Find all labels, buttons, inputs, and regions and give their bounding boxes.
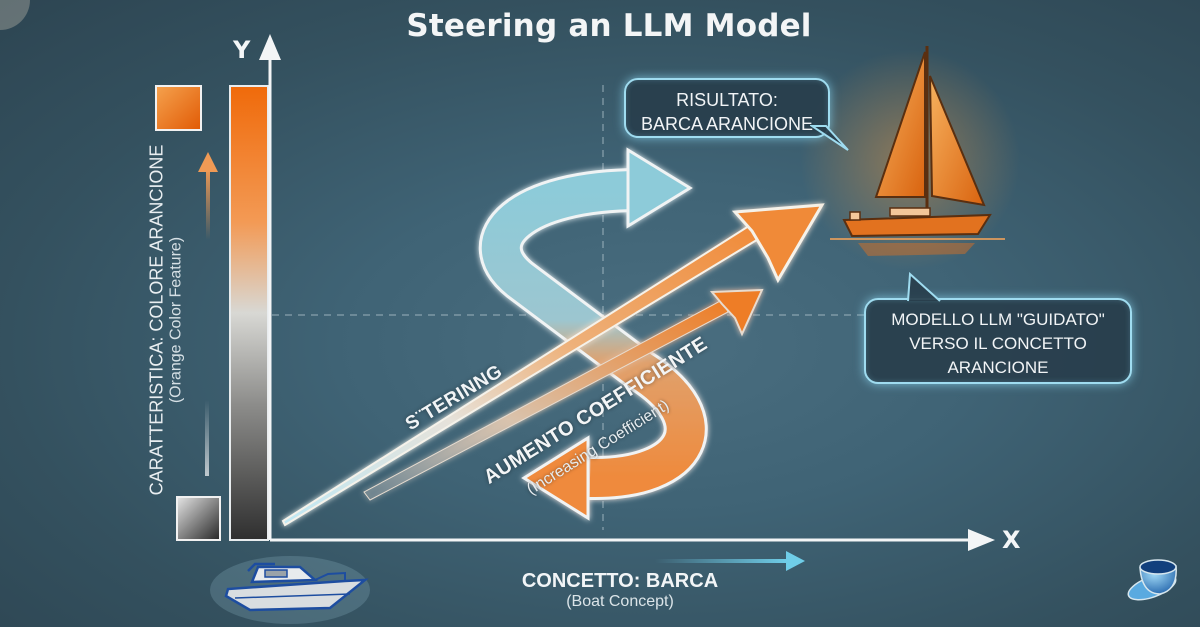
x-axis-label: CONCETTO: BARCA (Boat Concept)	[470, 570, 770, 611]
corner-flare	[0, 0, 30, 30]
concept-arrow-shaft	[655, 559, 787, 563]
y-axis-letter: Y	[233, 36, 251, 64]
result-callout-line2: BARCA ARANCIONE	[640, 114, 814, 134]
coefficient-arrow	[363, 288, 764, 501]
concept-arrow-icon	[786, 551, 805, 571]
feature-up-arrow-shaft	[206, 168, 210, 240]
x-axis-subtitle: (Boat Concept)	[566, 593, 674, 610]
guided-model-callout: MODELLO LLM "GUIDATO" VERSO IL CONCETTO …	[864, 298, 1132, 384]
coefficient-arrowhead-icon	[709, 288, 764, 337]
steering-arrowhead-icon	[731, 203, 825, 284]
x-axis-title: CONCETTO: BARCA	[521, 570, 719, 592]
color-gradient-bar	[229, 85, 269, 541]
y-axis-title: CARATTERISTICA: COLORE ARANCIONE	[146, 144, 167, 496]
orange-swatch	[155, 85, 202, 131]
gray-swatch	[176, 496, 221, 541]
guided-callout-tail	[907, 272, 941, 302]
motorboat-icon	[210, 556, 370, 624]
teacup-logo-icon	[1127, 559, 1177, 601]
guided-callout-line3: ARANCIONE	[947, 358, 1049, 377]
feature-up-arrow-icon	[198, 152, 218, 172]
feature-fade-line	[205, 400, 209, 476]
result-callout-tail	[810, 125, 849, 151]
x-axis-letter: X	[1002, 526, 1021, 554]
result-callout-line1: RISULTATO:	[676, 90, 778, 110]
guided-callout-line2: VERSO IL CONCETTO	[909, 334, 1087, 353]
y-axis-subtitle: (Orange Color Feature)	[167, 236, 185, 404]
sailboat-icon	[800, 46, 1020, 270]
x-axis-arrowhead-icon	[968, 529, 995, 551]
y-axis-arrowhead-icon	[259, 34, 281, 60]
guided-callout-line1: MODELLO LLM "GUIDATO"	[891, 310, 1105, 329]
s-curve-arrow	[478, 147, 708, 521]
s-arrow-top-head-icon	[626, 147, 693, 229]
steering-arrow	[281, 203, 825, 527]
page-title: Steering an LLM Model	[406, 8, 812, 44]
s-arrow-bottom-head-icon	[521, 435, 590, 521]
result-callout: RISULTATO: BARCA ARANCIONE	[624, 78, 830, 138]
